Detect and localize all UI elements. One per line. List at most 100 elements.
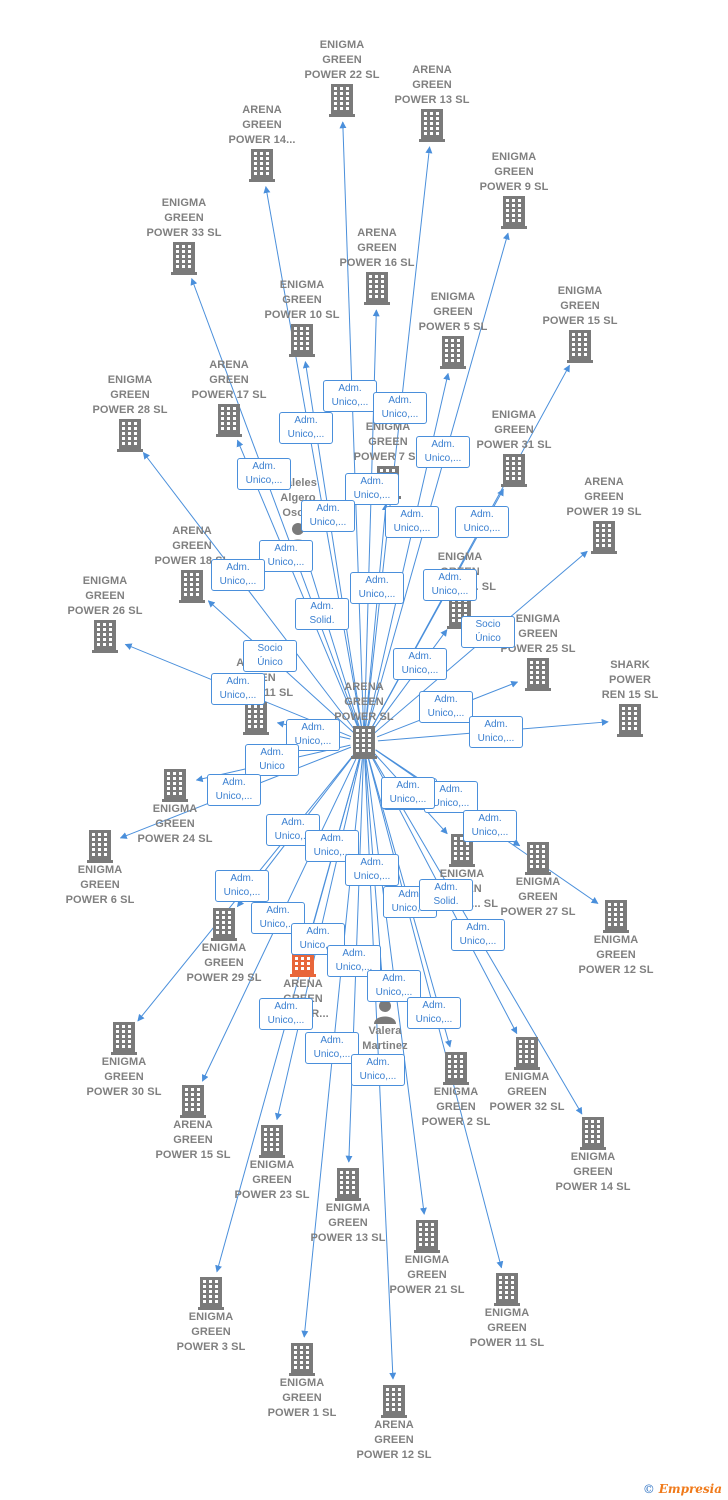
company-icon — [196, 701, 316, 735]
company-icon — [132, 569, 252, 603]
edge-role-label[interactable]: Adm. Unico,... — [367, 970, 421, 1002]
company-node[interactable]: ENIGMA GREEN POWER 11 SL — [447, 1272, 567, 1351]
company-node[interactable]: ENIGMA GREEN POWER 13 SL — [288, 1167, 408, 1246]
company-icon — [45, 619, 165, 653]
company-node[interactable]: ENIGMA GREEN POWER 29 SL — [164, 907, 284, 986]
company-icon — [533, 1116, 653, 1150]
center-company-node[interactable]: ARENA GREEN POWER SL — [304, 680, 424, 759]
company-node[interactable]: ARENA GREEN POWER 13 SL — [372, 63, 492, 142]
edge-role-label[interactable]: Adm. Solid. — [295, 598, 349, 630]
edge-role-label[interactable]: Adm. Unico,... — [211, 559, 265, 591]
company-node[interactable]: ENIGMA GREEN POWER 21 SL — [367, 1219, 487, 1298]
company-node[interactable]: ENIGMA GREEN POWER 25 SL — [478, 612, 598, 691]
edge-role-label[interactable]: Adm. Unico,... — [393, 648, 447, 680]
edge-role-label[interactable]: Adm. Unico,... — [211, 673, 265, 705]
edge-arrow — [339, 121, 365, 729]
company-node[interactable]: ENIGMA GREEN POWER 6 SL — [40, 829, 160, 908]
company-node[interactable]: ENIGMA GREEN POWER 30 SL — [64, 1021, 184, 1100]
edge-role-label[interactable]: Adm. Unico,... — [407, 997, 461, 1029]
edge-role-label[interactable]: Adm. Unico,... — [373, 392, 427, 424]
company-icon — [393, 335, 513, 369]
edge-role-label[interactable]: Socio Único — [243, 640, 297, 672]
company-icon — [467, 1036, 587, 1070]
edge-role-label[interactable]: Adm. Unico,... — [469, 716, 523, 748]
node-label: ENIGMA GREEN POWER 1 SL — [267, 1377, 337, 1419]
edge-role-label[interactable]: Adm. Unico,... — [351, 1054, 405, 1086]
company-node[interactable]: ENIGMA GREEN POWER 28 SL — [70, 373, 190, 452]
node-label: ENIGMA GREEN POWER 27 SL — [500, 876, 576, 918]
company-node[interactable]: ARENA GREEN POWER 17 SL — [169, 358, 289, 437]
edge-role-label[interactable]: Adm. Unico,... — [345, 473, 399, 505]
node-label: ENIGMA GREEN POWER 15 SL — [542, 285, 618, 327]
company-node[interactable]: ENIGMA GREEN POWER 23 SL — [212, 1124, 332, 1203]
company-node[interactable]: ENIGMA GREEN POWER 22 SL — [282, 38, 402, 117]
node-label: ENIGMA GREEN POWER 22 SL — [304, 39, 380, 81]
company-icon — [212, 1124, 332, 1158]
node-label: ENIGMA GREEN POWER 21 SL — [389, 1254, 465, 1296]
edge-role-label[interactable]: Adm. Solid. — [419, 879, 473, 911]
edge-role-label[interactable]: Socio Único — [461, 616, 515, 648]
edge-role-label[interactable]: Adm. Unico,... — [423, 569, 477, 601]
node-label: ARENA GREEN POWER 15 SL — [155, 1119, 231, 1161]
edge-role-label[interactable]: Adm. Unico,... — [323, 380, 377, 412]
edge-role-label[interactable]: Adm. Unico,... — [215, 870, 269, 902]
node-label: ENIGMA GREEN POWER 14 SL — [555, 1151, 631, 1193]
company-icon — [282, 83, 402, 117]
edge-role-label[interactable]: Adm. Unico,... — [451, 919, 505, 951]
edge-role-label[interactable]: Adm. Unico,... — [463, 810, 517, 842]
company-node[interactable]: ENIGMA GREEN POWER 15 SL — [520, 284, 640, 363]
company-node[interactable]: ENIGMA GREEN POWER 1 SL — [242, 1342, 362, 1421]
edge-role-label[interactable]: Adm. Unico,... — [207, 774, 261, 806]
edge-role-label[interactable]: Adm. Unico,... — [266, 814, 320, 846]
edge-role-label[interactable]: Adm. Unico,... — [305, 1032, 359, 1064]
edge-arrow — [371, 629, 448, 732]
company-node[interactable]: ENIGMA GREEN POWER 9 SL — [454, 150, 574, 229]
company-node[interactable]: ARENA GREEN POWER 15 SL — [133, 1084, 253, 1163]
edge-role-label[interactable]: Adm. Unico,... — [279, 412, 333, 444]
company-node[interactable]: ENIGMA GREEN POWER 10 SL — [242, 278, 362, 357]
node-label: ENIGMA GREEN POWER 6 SL — [65, 864, 135, 906]
edge-role-label[interactable]: Adm. Unico,... — [259, 540, 313, 572]
node-label: ENIGMA GREEN POWER 26 SL — [67, 575, 143, 617]
edge-role-label[interactable]: Adm. Unico,... — [237, 458, 291, 490]
company-node[interactable]: ENIGMA GREEN POWER 33 SL — [124, 196, 244, 275]
edge-role-label[interactable]: Adm. Unico,... — [345, 854, 399, 886]
edge-role-label[interactable]: Adm. Unico,... — [259, 998, 313, 1030]
edge-role-label[interactable]: Adm. Unico,... — [301, 500, 355, 532]
edge-arrow — [365, 146, 433, 729]
company-node[interactable]: ENIGMA GREEN POWER 32 SL — [467, 1036, 587, 1115]
node-label: ENIGMA GREEN POWER 12 SL — [578, 934, 654, 976]
company-node[interactable]: ENIGMA GREEN POWER 26 SL — [45, 574, 165, 653]
company-icon — [242, 1342, 362, 1376]
footer-brand[interactable]: © Empresia — [643, 1482, 722, 1496]
company-icon — [334, 1384, 454, 1418]
person-node[interactable]: Valera Martinez — [325, 998, 445, 1054]
edge-role-label[interactable]: Adm. Unico,... — [419, 691, 473, 723]
edge-role-label[interactable]: Adm. Unico,... — [381, 777, 435, 809]
company-node[interactable]: ENIGMA GREEN POWER 24 SL — [115, 768, 235, 847]
company-icon — [447, 1272, 567, 1306]
edge-role-label[interactable]: Adm. Unico,... — [291, 923, 345, 955]
edge-role-label[interactable]: Adm. Unico — [245, 744, 299, 776]
edge-role-label[interactable]: Adm. Unico,... — [455, 506, 509, 538]
company-node[interactable]: ARENA GREEN POWER 16 SL — [317, 226, 437, 305]
company-node[interactable]: ENIGMA GREEN POWER 27 SL — [478, 841, 598, 920]
company-node[interactable]: ENIGMA GREEN POWER 2 SL — [396, 1051, 516, 1130]
company-node[interactable]: ARENA GREEN POWER 14... — [202, 103, 322, 182]
edge-role-label[interactable]: Adm. Unico,... — [416, 436, 470, 468]
node-label: ENIGMA GREEN POWER 10 SL — [264, 279, 340, 321]
node-label: ENIGMA GREEN POWER 3 SL — [176, 1311, 246, 1353]
company-node[interactable]: ENIGMA GREEN POWER 12 SL — [556, 899, 676, 978]
edge-arrow — [190, 277, 360, 730]
edge-role-label[interactable]: Adm. Unico,... — [350, 572, 404, 604]
company-node[interactable]: ARENA GREEN POWER 19 SL — [544, 475, 664, 554]
company-node[interactable]: ARENA GREEN POWER 12 SL — [334, 1384, 454, 1463]
company-node[interactable]: ENIGMA GREEN POWER 31 SL — [454, 408, 574, 487]
edge-role-label[interactable]: Adm. Unico,... — [286, 719, 340, 751]
company-node[interactable]: SHARK POWER REN 15 SL — [570, 658, 690, 737]
edge-role-label[interactable]: Adm. Unico,... — [385, 506, 439, 538]
company-icon — [556, 899, 676, 933]
company-node[interactable]: ENIGMA GREEN POWER 5 SL — [393, 290, 513, 369]
company-node[interactable]: ENIGMA GREEN POWER 3 SL — [151, 1276, 271, 1355]
company-node[interactable]: ENIGMA GREEN POWER 14 SL — [533, 1116, 653, 1195]
